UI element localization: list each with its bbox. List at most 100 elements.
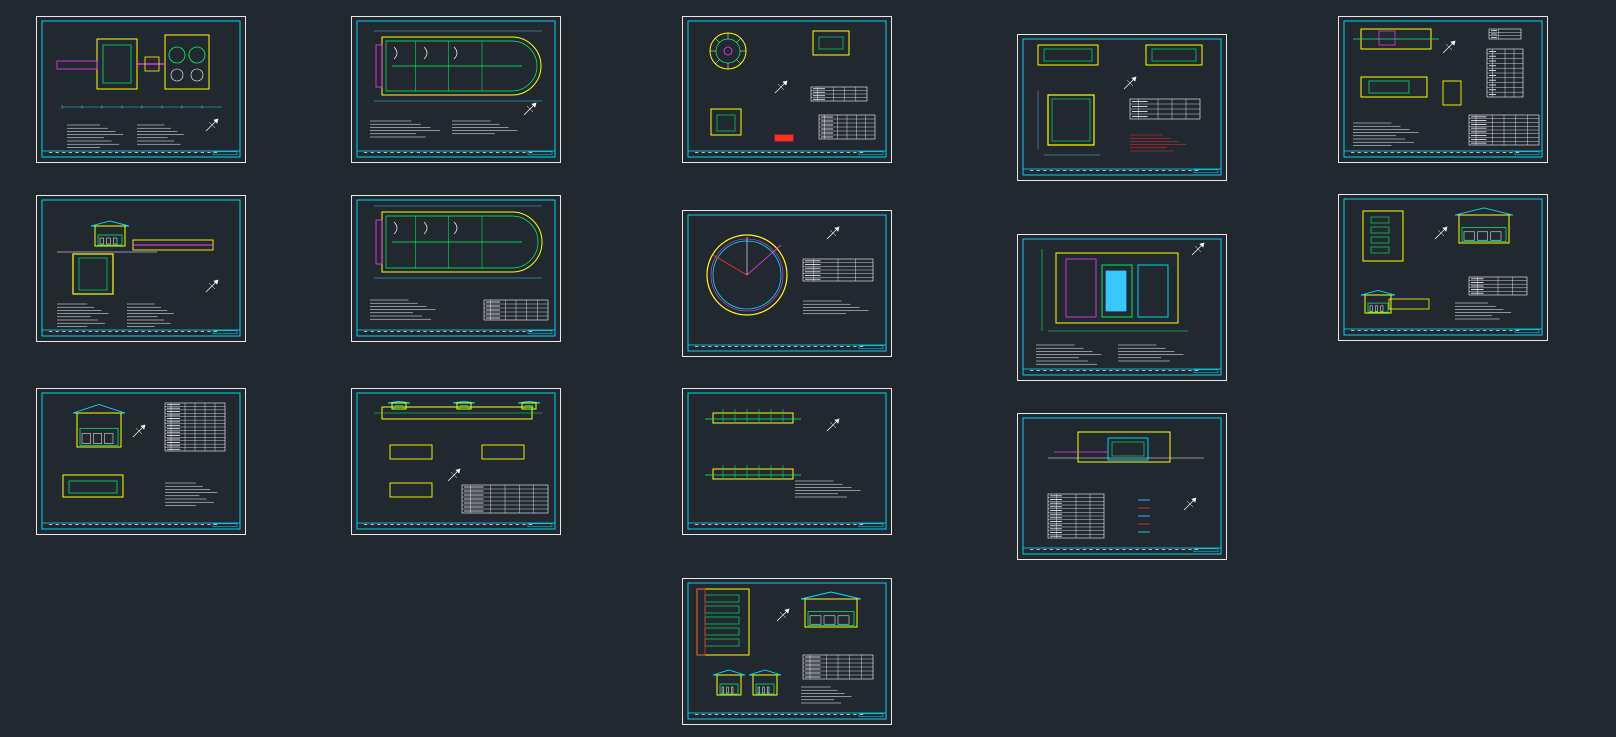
pump-unit bbox=[809, 615, 822, 625]
north-arrow-icon bbox=[205, 118, 219, 132]
room-block bbox=[1065, 258, 1097, 318]
data-table bbox=[802, 654, 874, 680]
drawing-frame bbox=[356, 392, 556, 530]
sheet-drawing bbox=[687, 214, 887, 352]
drawing-frame bbox=[41, 392, 241, 530]
north-arrow-cross bbox=[1126, 79, 1134, 87]
pump-room bbox=[79, 427, 119, 446]
drawing-frame bbox=[687, 582, 887, 720]
drawing-sheet-pavilion-section[interactable] bbox=[36, 388, 246, 535]
radius-line bbox=[712, 254, 748, 276]
drawing-sheet-elevation[interactable] bbox=[1017, 413, 1227, 560]
data-table bbox=[1486, 48, 1524, 98]
structure-block bbox=[164, 34, 210, 90]
pavilion-body bbox=[1364, 294, 1392, 314]
room-block bbox=[1101, 264, 1133, 318]
drawing-sheet-pavilion-details-2[interactable] bbox=[682, 578, 892, 725]
drawing-frame bbox=[1022, 238, 1222, 376]
pump-unit bbox=[1477, 231, 1488, 241]
north-arrow-icon bbox=[1191, 242, 1205, 256]
drawing-frame bbox=[687, 20, 887, 158]
radial-line bbox=[715, 59, 720, 64]
pump-room bbox=[524, 405, 534, 410]
north-arrow-head bbox=[1131, 76, 1137, 82]
drawing-frame bbox=[356, 20, 556, 158]
north-arrow-cross bbox=[829, 421, 837, 429]
pump-unit bbox=[823, 615, 836, 625]
drawing-frame bbox=[41, 20, 241, 158]
drawing-sheet-long-section[interactable] bbox=[351, 388, 561, 535]
drawing-sheet-section-tables[interactable] bbox=[1338, 16, 1548, 163]
pump-unit bbox=[837, 615, 850, 625]
north-arrow-head bbox=[834, 418, 840, 424]
north-arrow-cross bbox=[779, 611, 787, 619]
north-arrow-head bbox=[1442, 226, 1448, 232]
data-table bbox=[461, 484, 549, 514]
aerator-symbol bbox=[393, 46, 398, 60]
north-arrow-icon bbox=[1183, 497, 1197, 511]
pavilion-body bbox=[76, 412, 122, 448]
title-block-cell bbox=[1514, 151, 1540, 156]
sheet-drawing bbox=[1022, 38, 1222, 176]
north-arrow-cross bbox=[450, 471, 458, 479]
drawing-sheet-sections[interactable] bbox=[682, 388, 892, 535]
section-profile bbox=[1360, 76, 1428, 98]
sheet-drawing bbox=[687, 582, 887, 720]
table-border bbox=[1488, 28, 1522, 40]
sheet-drawing bbox=[356, 392, 556, 530]
drawing-sheet-circular-details[interactable] bbox=[682, 16, 892, 163]
section-inner bbox=[716, 114, 736, 132]
sheet-drawing bbox=[1022, 238, 1222, 376]
north-arrow-head bbox=[784, 608, 790, 614]
title-block-cell bbox=[858, 345, 884, 350]
data-table bbox=[810, 86, 868, 102]
north-arrow-cross bbox=[1194, 245, 1202, 253]
drawing-sheet-section[interactable] bbox=[36, 195, 246, 342]
sheet-drawing bbox=[356, 20, 556, 158]
north-arrow-head bbox=[1199, 242, 1205, 248]
title-block-cell bbox=[212, 151, 238, 156]
cross-section bbox=[481, 444, 525, 460]
drawing-sheet-circle-plan[interactable] bbox=[682, 210, 892, 357]
radial-line bbox=[715, 38, 720, 43]
data-table bbox=[1488, 28, 1522, 40]
inlet-pipe bbox=[56, 60, 98, 70]
section-profile bbox=[712, 468, 794, 480]
pump-unit bbox=[726, 686, 729, 694]
drawing-frame bbox=[356, 199, 556, 337]
north-arrow-cross bbox=[829, 229, 837, 237]
north-arrow-icon bbox=[1442, 40, 1456, 54]
pavilion-roof bbox=[72, 404, 126, 414]
drawing-sheet-tank-plan-2[interactable] bbox=[351, 195, 561, 342]
clarifier bbox=[168, 46, 186, 64]
north-arrow-head bbox=[1450, 40, 1456, 46]
north-arrow-cross bbox=[1437, 229, 1445, 237]
aerator-symbol bbox=[453, 221, 458, 235]
inlet-channel bbox=[375, 44, 383, 88]
inner-ring bbox=[715, 38, 741, 64]
pump-plan-unit bbox=[1370, 226, 1390, 234]
pump-room bbox=[459, 405, 469, 410]
pump-plan-unit bbox=[704, 594, 740, 603]
tank-section bbox=[710, 108, 742, 136]
north-arrow-icon bbox=[523, 102, 537, 116]
sheet-drawing bbox=[356, 199, 556, 337]
drawing-sheet-site-plan[interactable] bbox=[36, 16, 246, 163]
pump-plan-unit bbox=[1370, 246, 1390, 254]
inlet-channel bbox=[375, 219, 383, 265]
title-block-cell bbox=[858, 151, 884, 156]
drawing-sheet-building-plan[interactable] bbox=[1017, 234, 1227, 381]
section-inner bbox=[1043, 48, 1093, 62]
north-arrow-icon bbox=[205, 279, 219, 293]
north-arrow-head bbox=[213, 279, 219, 285]
data-table bbox=[1468, 276, 1528, 296]
pavilion-roof bbox=[1454, 207, 1514, 216]
drawing-frame bbox=[41, 199, 241, 337]
drawing-sheet-pavilion-details[interactable] bbox=[1338, 194, 1548, 341]
pump-room bbox=[97, 234, 123, 246]
drawing-sheet-tank-plan[interactable] bbox=[351, 16, 561, 163]
pavilion-body bbox=[1458, 214, 1510, 244]
detail-box bbox=[812, 30, 850, 56]
pump-room bbox=[394, 405, 404, 410]
drawing-sheet-square-tank[interactable] bbox=[1017, 34, 1227, 181]
